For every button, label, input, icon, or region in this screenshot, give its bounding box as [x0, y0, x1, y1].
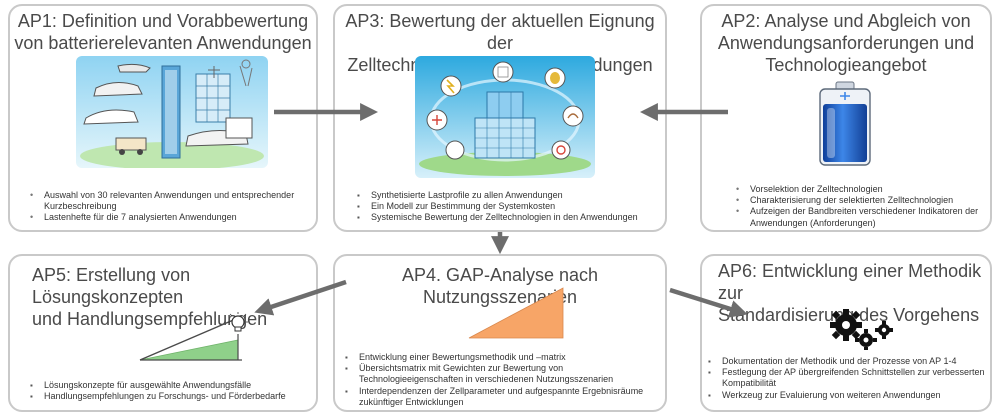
ap2-title: AP2: Analyse und Abgleich von Anwendungs…	[702, 10, 990, 76]
ap6-bullets: Dokumentation der Methodik und der Proze…	[708, 356, 990, 401]
ap1-title: AP1: Definition und Vorabbewertung von b…	[10, 10, 316, 54]
ap5-box: AP5: Erstellung von Lösungskonzepten und…	[8, 254, 318, 412]
ap4-box: AP4. GAP-Analyse nach Nutzungsszenarien …	[333, 254, 667, 412]
ap1-title-line1: AP1: Definition und Vorabbewertung	[17, 11, 309, 31]
ap2-title-line1: AP2: Analyse und Abgleich von	[721, 11, 971, 31]
ap6-bullet: Werkzeug zur Evaluierung von weiteren An…	[708, 390, 990, 401]
ap5-bullet: Handlungsempfehlungen zu Forschungs- und…	[30, 391, 314, 402]
ap6-box: AP6: Entwicklung einer Methodik zur Stan…	[700, 254, 992, 412]
ap3-box: AP3: Bewertung der aktuellen Eignung der…	[333, 4, 667, 232]
ap2-bullet: Aufzeigen der Bandbreiten verschiedener …	[736, 206, 990, 228]
ap3-illustration	[415, 56, 595, 178]
ap1-bullet: Auswahl von 30 relevanten Anwendungen un…	[30, 190, 310, 212]
ap5-title: AP5: Erstellung von Lösungskonzepten und…	[32, 264, 316, 330]
ap2-title-line3: Technologieangebot	[765, 55, 927, 75]
battery-icon	[819, 81, 871, 166]
gears-icon	[830, 309, 893, 350]
ap2-title-line2: Anwendungsanforderungen und	[717, 33, 975, 53]
ap1-box: AP1: Definition und Vorabbewertung von b…	[8, 4, 318, 232]
ap1-bullet: Lastenhefte für die 7 analysierten Anwen…	[30, 212, 310, 223]
ap5-title-line1: AP5: Erstellung von Lösungskonzepten	[32, 265, 191, 307]
ap1-illustration	[76, 56, 268, 168]
ap4-bullet: Interdependenzen der Zellparameter und a…	[345, 386, 665, 408]
ap5-graphic	[138, 312, 250, 364]
ap2-bullets: Vorselektion der Zelltechnologien Charak…	[736, 184, 990, 229]
ap1-title-line2: von batterierelevanten Anwendungen	[14, 33, 312, 53]
ap4-bullet: Entwicklung einer Bewertungsmethodik und…	[345, 352, 665, 363]
ap6-bullet: Festlegung der AP übergreifenden Schnitt…	[708, 367, 990, 389]
ap4-graphic	[467, 286, 567, 340]
ap2-box: AP2: Analyse und Abgleich von Anwendungs…	[700, 4, 992, 232]
ap4-bullet: Übersichtsmatrix mit Gewichten zur Bewer…	[345, 363, 665, 385]
ap5-bullets: Lösungskonzepte für ausgewählte Anwendun…	[30, 380, 314, 403]
growth-triangle-with-lightbulb-icon	[139, 312, 248, 361]
ap6-gears	[830, 308, 894, 350]
ap3-bullets: Synthetisierte Lastprofile zu allen Anwe…	[357, 190, 657, 224]
ap5-bullet: Lösungskonzepte für ausgewählte Anwendun…	[30, 380, 314, 391]
orange-triangle-icon	[468, 287, 564, 339]
ap3-title-line1: AP3: Bewertung der aktuellen Eignung der	[345, 11, 655, 53]
ap3-bullet: Systemische Bewertung der Zelltechnologi…	[357, 212, 657, 223]
ap3-bullet: Ein Modell zur Bestimmung der Systemkost…	[357, 201, 657, 212]
ap2-bullet: Vorselektion der Zelltechnologien	[736, 184, 990, 195]
electrified-mobility-illustration-icon	[76, 56, 268, 168]
ap3-bullet: Synthetisierte Lastprofile zu allen Anwe…	[357, 190, 657, 201]
ap4-title: AP4. GAP-Analyse nach Nutzungsszenarien	[401, 265, 599, 307]
ap2-battery	[814, 80, 876, 170]
cell-technology-illustration-icon	[415, 56, 595, 178]
ap1-bullets: Auswahl von 30 relevanten Anwendungen un…	[30, 190, 310, 224]
ap6-title-line1: AP6: Entwicklung einer Methodik zur	[718, 261, 982, 303]
ap4-bullets: Entwicklung einer Bewertungsmethodik und…	[345, 352, 665, 408]
ap2-bullet: Charakterisierung der selektierten Zellt…	[736, 195, 990, 206]
ap5-title-line2: und Handlungsempfehlungen	[32, 309, 268, 329]
ap6-bullet: Dokumentation der Methodik und der Proze…	[708, 356, 990, 367]
